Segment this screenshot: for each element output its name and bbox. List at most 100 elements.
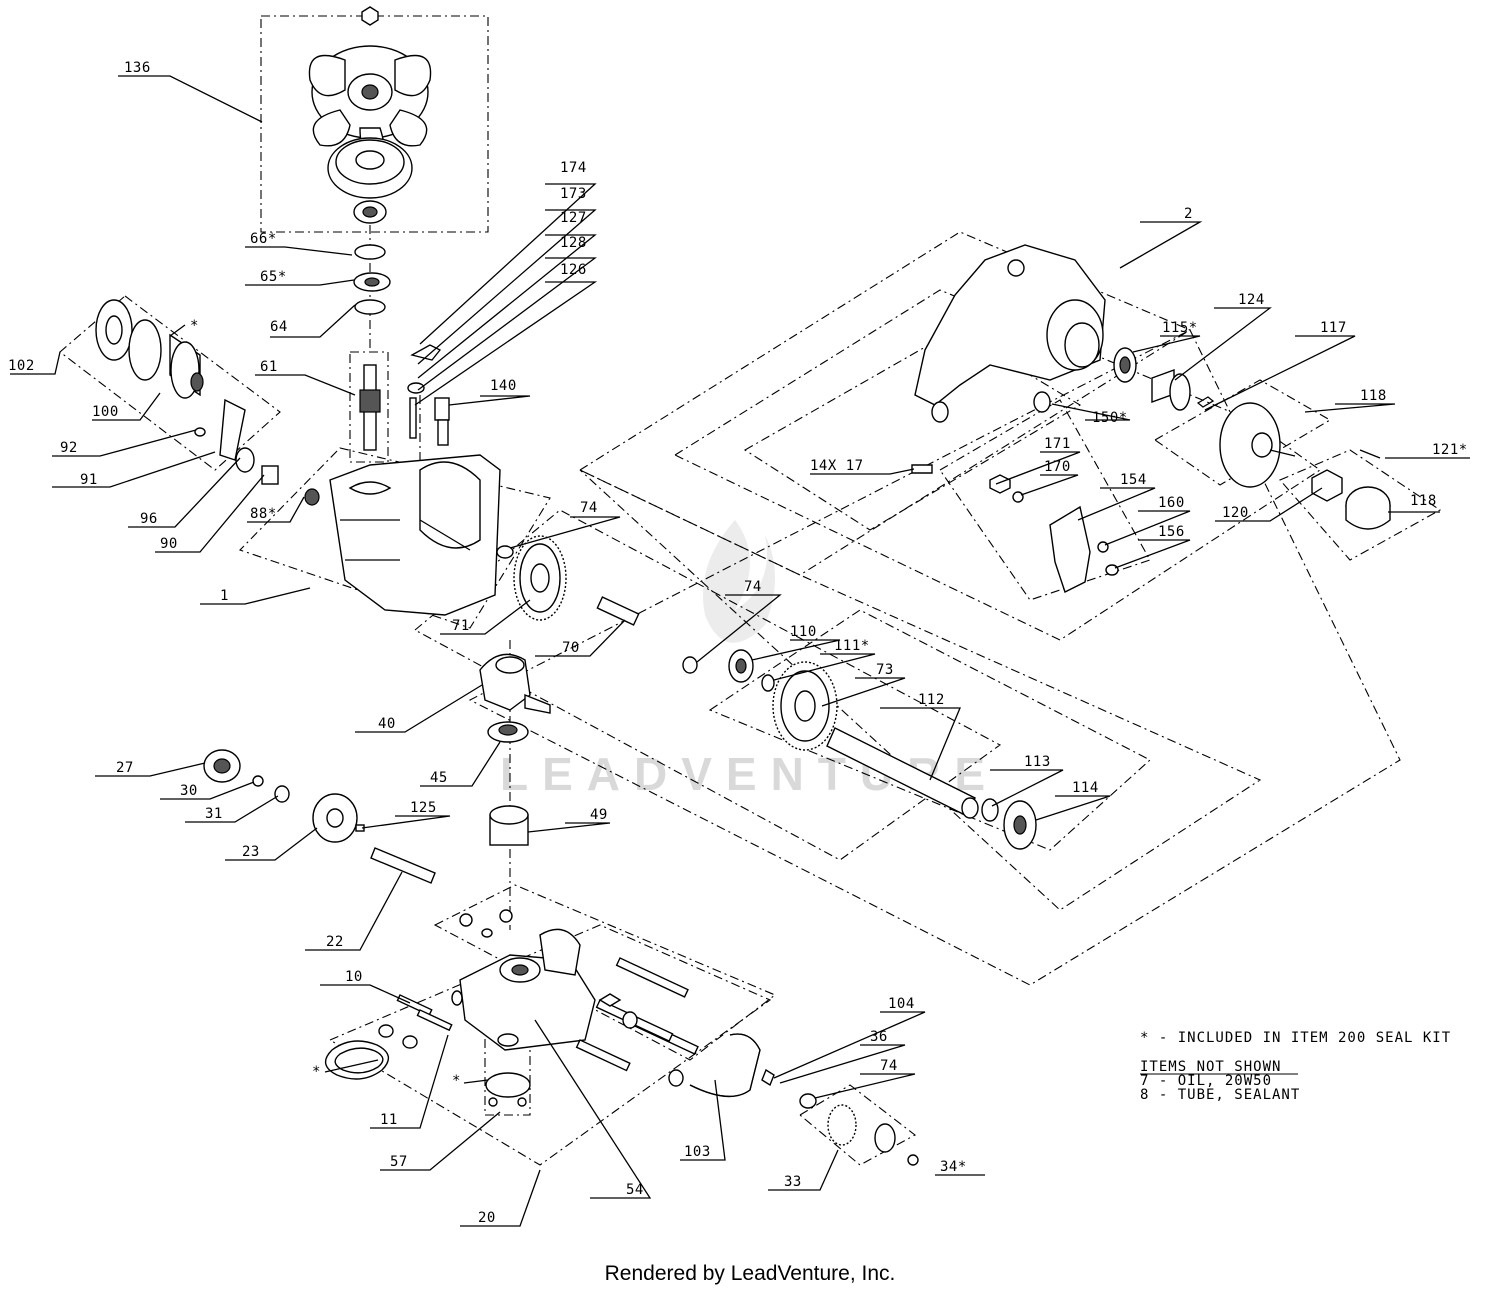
callout-64: 64 [270, 319, 288, 335]
bolt-156 [1105, 564, 1119, 576]
output-shaft-box [708, 609, 1151, 851]
ring-111 [761, 674, 775, 692]
filter-57 [485, 1033, 531, 1107]
shaft-61 [359, 364, 381, 451]
nut-top [361, 6, 379, 26]
callout-54: 54 [626, 1182, 644, 1198]
callout-labels: 136 174 173 127 128 126 66* 65* 64 61 14… [8, 60, 1468, 1226]
washer-74c [799, 1093, 817, 1109]
callout-91: 91 [80, 472, 98, 488]
pin-121 [1359, 449, 1381, 459]
gear-73 [772, 661, 838, 751]
callout-70: 70 [562, 640, 580, 656]
center-section [459, 909, 596, 1051]
callout-174: 174 [560, 160, 587, 176]
callout-star-57: * [452, 1073, 461, 1089]
ring-128 [407, 382, 425, 394]
callout-49: 49 [590, 807, 608, 823]
callout-30: 30 [180, 783, 198, 799]
callout-171: 171 [1044, 436, 1071, 452]
callout-111: 111* [834, 638, 870, 654]
callout-170: 170 [1044, 459, 1071, 475]
spring-31 [274, 785, 290, 803]
callout-127: 127 [560, 210, 587, 226]
washer-74b [682, 656, 698, 674]
callout-star-102: * [190, 318, 199, 334]
callout-96: 96 [140, 511, 158, 527]
washer-170 [1012, 491, 1024, 503]
sprocket-33-box [799, 1084, 917, 1166]
washer-74a [496, 545, 514, 559]
case-2-outer-box [578, 231, 1192, 576]
callout-2: 2 [1184, 206, 1193, 222]
callout-103: 103 [684, 1144, 711, 1160]
callout-124: 124 [1238, 292, 1265, 308]
gear-axle-group-box [414, 509, 1002, 861]
shaft-22 [370, 847, 436, 884]
output-shaft-112 [826, 727, 979, 819]
callout-34: 34* [940, 1159, 967, 1175]
notes: * - INCLUDED IN ITEM 200 SEAL KIT ITEMS … [1140, 1030, 1451, 1103]
callout-120: 120 [1222, 505, 1249, 521]
callout-102: 102 [8, 358, 35, 374]
filter-group [95, 299, 320, 506]
note-seal-kit: * - INCLUDED IN ITEM 200 SEAL KIT [1140, 1030, 1451, 1046]
callout-126: 126 [560, 262, 587, 278]
callout-125: 125 [410, 800, 437, 816]
cap-118 [1345, 486, 1391, 530]
sprocket-33 [827, 1104, 896, 1153]
case-2-inner-box [743, 329, 1082, 531]
gear-71 [513, 535, 567, 621]
callout-92: 92 [60, 440, 78, 456]
part-140 [434, 397, 450, 446]
callout-27: 27 [116, 760, 134, 776]
callout-23: 23 [242, 844, 260, 860]
callout-40: 40 [378, 716, 396, 732]
shaft-70 [596, 596, 640, 626]
housing-1-box [238, 447, 551, 629]
callout-45: 45 [430, 770, 448, 786]
bolt-17 [911, 464, 933, 474]
callout-10: 10 [345, 969, 363, 985]
ring-30 [252, 775, 264, 787]
block-49 [489, 805, 529, 846]
footer-credit: Rendered by LeadVenture, Inc. [604, 1262, 896, 1285]
callout-128: 128 [560, 235, 587, 251]
housing-1 [329, 454, 501, 616]
ring-150 [1033, 391, 1051, 413]
parts [95, 6, 1391, 1166]
callout-115: 115* [1162, 320, 1198, 336]
callout-74b: 74 [744, 579, 762, 595]
callout-154: 154 [1120, 472, 1147, 488]
callout-22: 22 [326, 934, 344, 950]
callout-112: 112 [918, 692, 945, 708]
cap-118-box [1279, 449, 1442, 561]
callout-114: 114 [1072, 780, 1099, 796]
callout-160: 160 [1158, 495, 1185, 511]
callout-20: 20 [478, 1210, 496, 1226]
callout-136: 136 [124, 60, 151, 76]
fan-pulley-group-box [260, 15, 489, 233]
pin-126 [409, 397, 417, 439]
nut-120 [1311, 469, 1343, 502]
washer-160 [1097, 541, 1109, 553]
note-item-8: 8 - TUBE, SEALANT [1140, 1087, 1300, 1103]
key-117 [1196, 396, 1215, 408]
callout-36: 36 [870, 1029, 888, 1045]
callout-61: 61 [260, 359, 278, 375]
ring-113 [981, 798, 999, 822]
callout-121: 121* [1432, 442, 1468, 458]
tube-103 [689, 1033, 761, 1098]
callout-156: 156 [1158, 524, 1185, 540]
callout-74c: 74 [880, 1058, 898, 1074]
hub-118 [1219, 402, 1296, 488]
callout-117: 117 [1320, 320, 1347, 336]
callout-118a: 118 [1360, 388, 1387, 404]
callout-71: 71 [452, 618, 470, 634]
nut-171 [989, 474, 1011, 494]
callout-150: 150* [1092, 410, 1128, 426]
bracket-group-box [939, 399, 1151, 601]
washer-64 [354, 299, 386, 315]
case-2-mid-box [673, 289, 1321, 641]
